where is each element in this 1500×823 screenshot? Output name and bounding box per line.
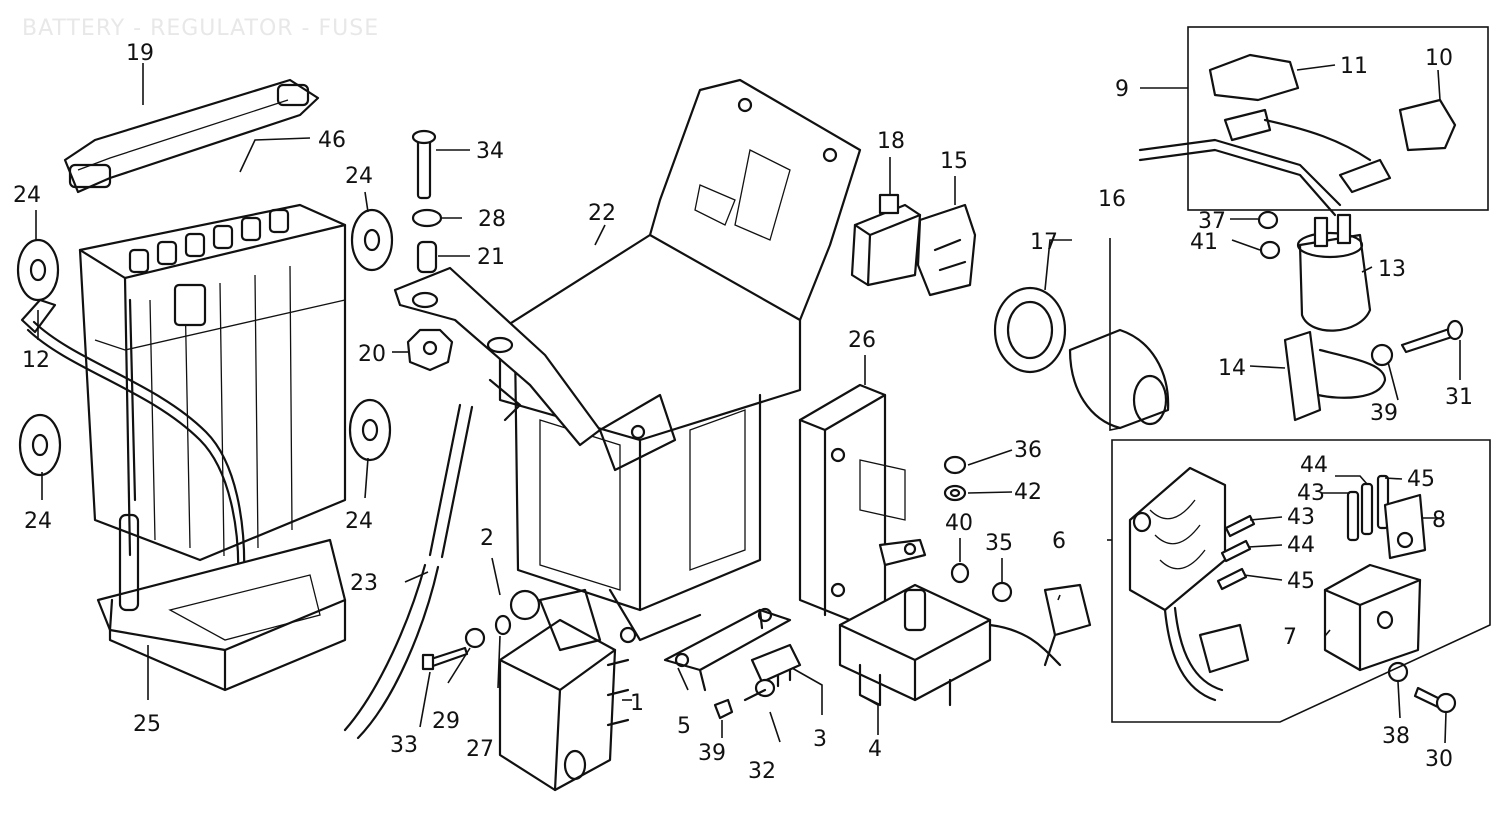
- rectifier-part: [838, 583, 1092, 707]
- relay-holder-part: [1283, 319, 1464, 422]
- callout-30: 30: [1425, 747, 1453, 772]
- callout-24: 24: [345, 164, 373, 189]
- callout-6: 6: [1052, 529, 1066, 554]
- regulator-part: [421, 588, 630, 792]
- callout-10: 10: [1425, 46, 1453, 71]
- fuse-part: [1216, 474, 1390, 591]
- battery-tray-part: [96, 513, 347, 692]
- callout-20: 20: [358, 342, 386, 367]
- callout-labels: 1 2 3 4 5 6 7 8 9 10 11 12 13 14 15 16 1…: [13, 41, 1473, 784]
- callout-32: 32: [748, 759, 776, 784]
- fuse-group-frame: [1111, 439, 1491, 723]
- callout-43: 43: [1287, 505, 1315, 530]
- callout-2: 2: [480, 526, 494, 551]
- callout-11: 11: [1340, 54, 1368, 79]
- diagram-title: BATTERY - REGULATOR - FUSE: [22, 16, 380, 41]
- fuse-holder-bracket-part: [663, 607, 802, 720]
- callout-42: 42: [1014, 480, 1042, 505]
- callout-33: 33: [390, 733, 418, 758]
- callout-8: 8: [1432, 508, 1446, 533]
- callout-41: 41: [1190, 230, 1218, 255]
- callout-39: 39: [698, 741, 726, 766]
- leader-lines: [35, 63, 1461, 744]
- callout-16: 16: [1098, 187, 1126, 212]
- battery-part: [78, 203, 347, 562]
- callout-43: 43: [1297, 481, 1325, 506]
- relay-part: [850, 193, 977, 297]
- rubber-pad-part: [16, 208, 394, 477]
- callout-46: 46: [318, 128, 346, 153]
- fuse-cover-part: [1323, 493, 1457, 714]
- callout-15: 15: [940, 149, 968, 174]
- callout-45: 45: [1287, 569, 1315, 594]
- callout-18: 18: [877, 129, 905, 154]
- starter-relay-group-frame: [1187, 26, 1489, 211]
- callout-39: 39: [1370, 401, 1398, 426]
- starter-relay-part: [1257, 210, 1372, 332]
- callout-38: 38: [1382, 724, 1410, 749]
- callout-24: 24: [24, 509, 52, 534]
- mounting-bracket-part: [393, 129, 602, 447]
- callout-27: 27: [466, 737, 494, 762]
- callout-45: 45: [1407, 467, 1435, 492]
- callout-40: 40: [945, 511, 973, 536]
- callout-24: 24: [13, 183, 41, 208]
- rectifier-plate-part: [798, 383, 927, 622]
- callout-29: 29: [432, 709, 460, 734]
- callout-7: 7: [1283, 625, 1297, 650]
- callout-44: 44: [1300, 453, 1328, 478]
- callout-3: 3: [813, 727, 827, 752]
- callout-31: 31: [1445, 385, 1473, 410]
- battery-strap-part: [63, 78, 320, 194]
- condenser-part: [993, 286, 1170, 430]
- callout-37: 37: [1198, 209, 1226, 234]
- callout-12: 12: [22, 348, 50, 373]
- callout-35: 35: [985, 531, 1013, 556]
- callout-34: 34: [476, 139, 504, 164]
- callout-26: 26: [848, 328, 876, 353]
- callout-23: 23: [350, 571, 378, 596]
- callout-9: 9: [1115, 77, 1129, 102]
- callout-36: 36: [1014, 438, 1042, 463]
- callout-13: 13: [1378, 257, 1406, 282]
- callout-14: 14: [1218, 356, 1246, 381]
- callout-44: 44: [1287, 533, 1315, 558]
- callout-24: 24: [345, 509, 373, 534]
- callout-21: 21: [477, 245, 505, 270]
- callout-25: 25: [133, 712, 161, 737]
- callout-19: 19: [126, 41, 154, 66]
- callout-5: 5: [677, 714, 691, 739]
- washer-part: [943, 455, 1013, 603]
- callout-28: 28: [478, 207, 506, 232]
- battery-box-part: [498, 78, 862, 644]
- fuse-box-part: [1128, 466, 1250, 702]
- callout-17: 17: [1030, 230, 1058, 255]
- callout-22: 22: [588, 201, 616, 226]
- starter-relay-cable-part: [1138, 53, 1457, 217]
- callout-1: 1: [630, 691, 644, 716]
- callout-4: 4: [868, 737, 882, 762]
- vent-tube-part: [343, 378, 522, 740]
